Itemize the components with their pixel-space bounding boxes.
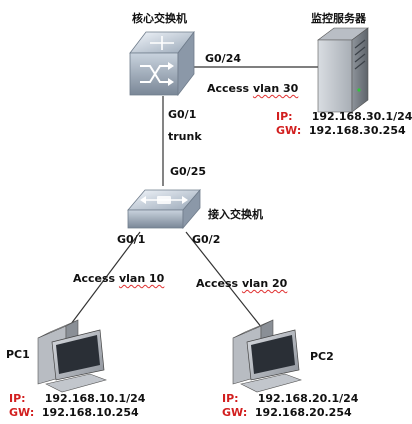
access-switch-label: 接入交换机 — [208, 208, 263, 221]
vlan20-value: vlan 20 — [241, 277, 288, 290]
pc1-ip-value: 192.168.10.1/24 — [44, 392, 146, 405]
core-switch-icon — [129, 30, 195, 97]
pc1-icon — [37, 319, 107, 393]
server-icon — [317, 27, 369, 113]
port-access-g0-1-label: G0/1 — [117, 233, 146, 246]
pc2-gw-label: GW: — [222, 406, 248, 419]
server-gw-row: GW: 192.168.30.254 — [276, 124, 406, 137]
pc1-label: PC1 — [6, 348, 30, 361]
core-switch-label: 核心交换机 — [132, 12, 187, 25]
link-access-pc1 — [67, 231, 141, 329]
pc1-ip-row: IP: 192.168.10.1/24 — [9, 392, 145, 405]
network-topology-diagram: 核心交换机 监控服务器 接入交换机 PC1 PC2 G0/24 Access v… — [6, 12, 412, 419]
server-gw-label: GW: — [276, 124, 302, 137]
vlan30-value: vlan 30 — [252, 82, 299, 95]
pc2-gw-row: GW: 192.168.20.254 — [222, 406, 352, 419]
vlan20-mode: Access — [196, 277, 239, 290]
port-g0-25-label: G0/25 — [170, 165, 207, 178]
vlan20-access-label: Access vlan 20 — [196, 277, 287, 290]
pc2-ip-label: IP: — [222, 392, 239, 405]
server-ip-label: IP: — [276, 110, 293, 123]
vlan30-access-label: Access vlan 30 — [207, 82, 298, 95]
pc2-gw-value: 192.168.20.254 — [254, 406, 352, 419]
pc2-ip-value: 192.168.20.1/24 — [257, 392, 359, 405]
port-core-g0-1-label: G0/1 — [168, 108, 197, 121]
vlan30-mode: Access — [207, 82, 250, 95]
pc2-icon — [232, 319, 302, 393]
vlan10-mode: Access — [73, 272, 116, 285]
server-ip-row: IP: 192.168.30.1/24 — [276, 110, 412, 123]
server-label: 监控服务器 — [311, 12, 366, 25]
vlan10-value: vlan 10 — [118, 272, 165, 285]
trunk-label: trunk — [168, 130, 202, 143]
pc1-ip-label: IP: — [9, 392, 26, 405]
port-g0-24-label: G0/24 — [205, 52, 242, 65]
pc2-ip-row: IP: 192.168.20.1/24 — [222, 392, 358, 405]
port-access-g0-2-label: G0/2 — [192, 233, 221, 246]
pc1-gw-row: GW: 192.168.10.254 — [9, 406, 139, 419]
server-gw-value: 192.168.30.254 — [308, 124, 406, 137]
topology-graphics — [37, 27, 369, 393]
server-ip-value: 192.168.30.1/24 — [311, 110, 412, 123]
access-switch-icon — [127, 188, 201, 230]
pc1-gw-label: GW: — [9, 406, 35, 419]
links — [67, 66, 318, 329]
pc1-gw-value: 192.168.10.254 — [41, 406, 139, 419]
link-access-pc2 — [185, 231, 263, 329]
pc2-label: PC2 — [310, 350, 334, 363]
vlan10-access-label: Access vlan 10 — [73, 272, 164, 285]
